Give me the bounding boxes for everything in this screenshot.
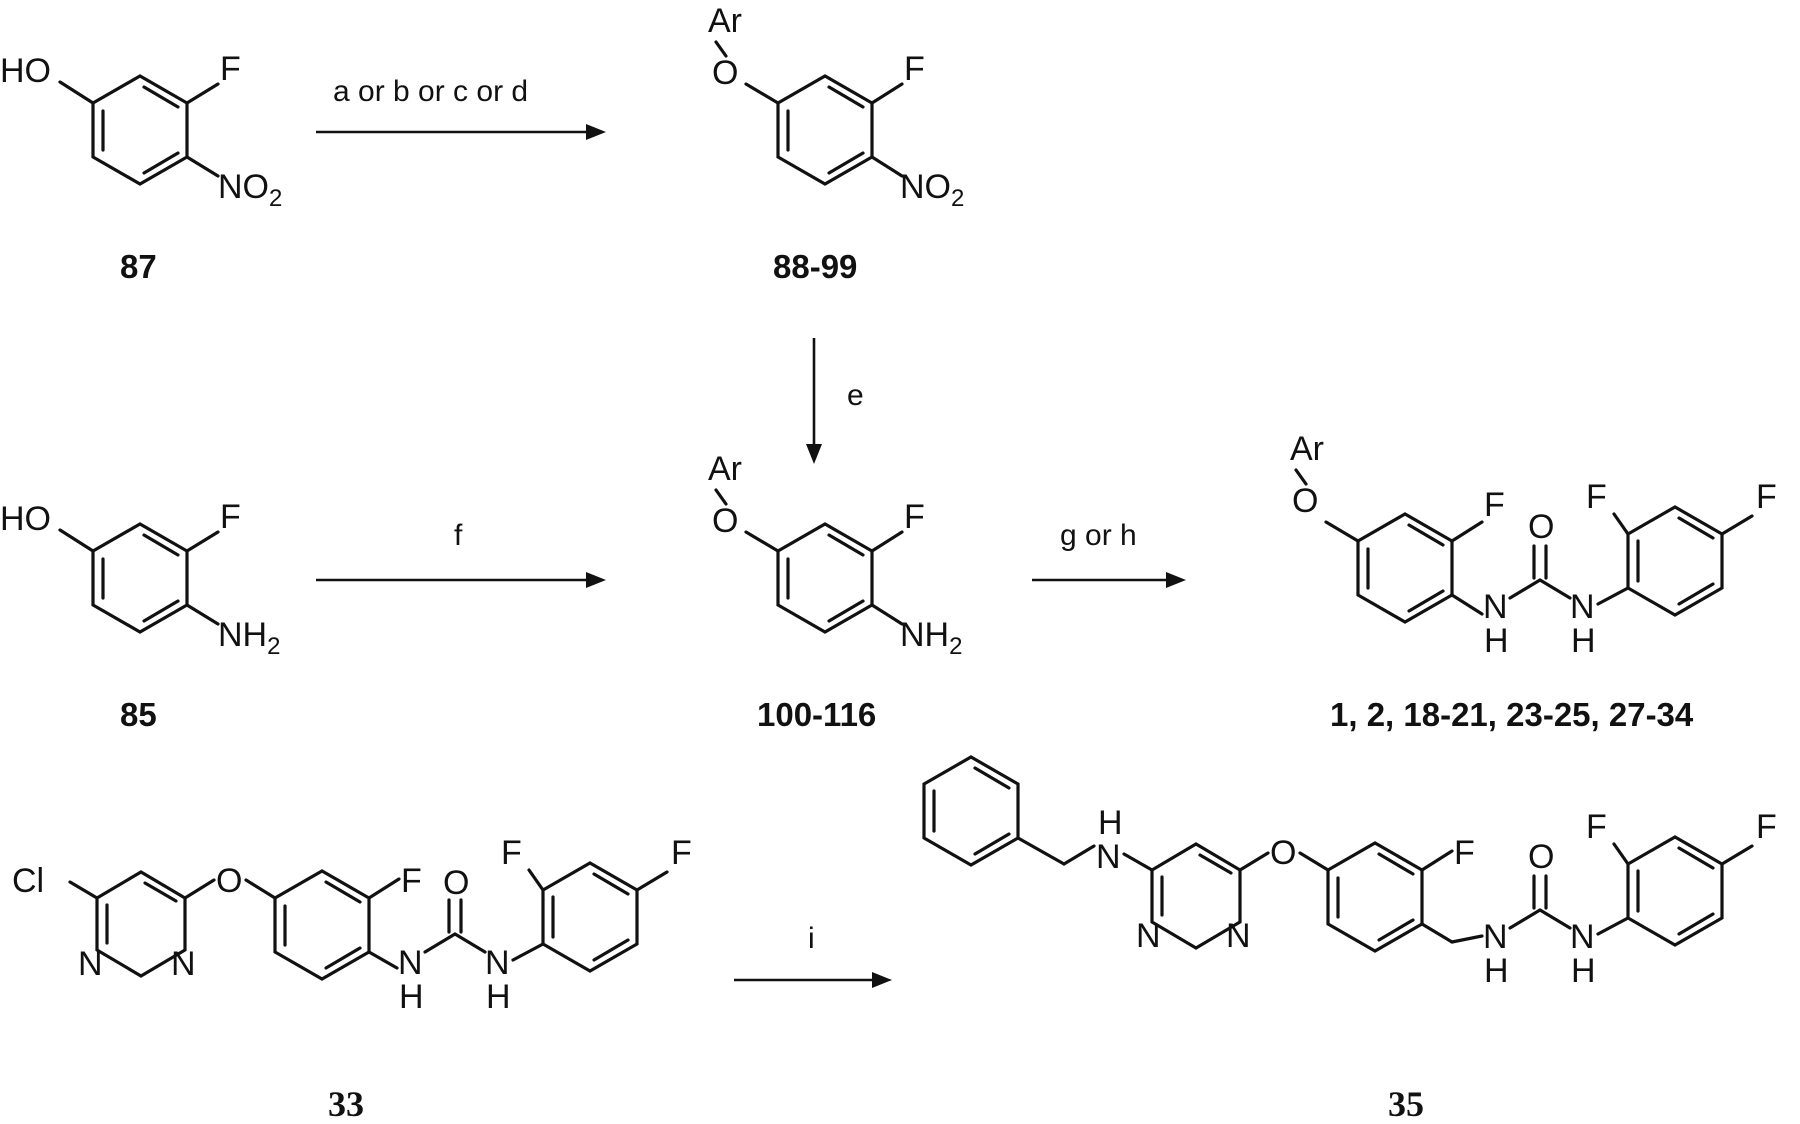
atom-n: N — [398, 944, 423, 982]
atom-o: O — [712, 502, 738, 540]
atom-n: N — [1226, 917, 1251, 955]
atom-nh2: NH2 — [900, 616, 962, 660]
compound-label-33: 33 — [328, 1084, 364, 1124]
atom-o: O — [1292, 482, 1318, 520]
atom-cl: Cl — [12, 862, 44, 900]
atom-n: N — [171, 945, 196, 983]
compound-87-structure: HO F NO2 — [0, 50, 282, 212]
atom-ar: Ar — [1290, 430, 1324, 468]
compound-label-85: 85 — [120, 696, 157, 733]
atom-n: N — [1570, 588, 1595, 626]
atom-h: H — [486, 978, 511, 1016]
compound-label-urea-series: 1, 2, 18-21, 23-25, 27-34 — [1330, 696, 1694, 733]
atom-no2: NO2 — [900, 168, 964, 212]
arrow-step3 — [316, 572, 606, 588]
atom-no2: NO2 — [218, 168, 282, 212]
atom-f: F — [1756, 478, 1777, 516]
atom-f: F — [1586, 478, 1607, 516]
atom-n: N — [78, 945, 103, 983]
atom-f: F — [1586, 808, 1607, 846]
arrow-step4 — [1032, 572, 1186, 588]
atom-nh2: NH2 — [218, 616, 280, 660]
atom-ar: Ar — [708, 450, 742, 488]
atom-o: O — [1270, 834, 1296, 872]
compound-33-structure: Cl N N O F N H O N H F F — [12, 834, 692, 1016]
atom-f: F — [1484, 486, 1505, 524]
arrow-step1 — [316, 124, 606, 140]
atom-n: N — [485, 944, 510, 982]
atom-ho: HO — [0, 52, 51, 90]
atom-ho: HO — [0, 500, 51, 538]
compound-88-99-structure: O Ar F NO2 — [708, 2, 964, 212]
atom-f: F — [401, 862, 422, 900]
atom-ar: Ar — [708, 2, 742, 40]
compound-35-structure: N H N N O F N H O N H — [922, 755, 1777, 990]
atom-n: N — [1483, 588, 1508, 626]
atom-f: F — [1454, 834, 1475, 872]
atom-f: F — [904, 498, 925, 536]
atom-o: O — [1528, 838, 1554, 876]
compound-urea-series-structure: O Ar F N H O N H F F — [1290, 430, 1777, 660]
atom-h: H — [399, 978, 424, 1016]
reagent-step3: f — [454, 519, 463, 552]
reagent-step2: e — [847, 379, 864, 412]
atom-h: H — [1571, 622, 1596, 660]
compound-100-116-structure: O Ar F NH2 — [708, 450, 962, 660]
atom-f: F — [501, 834, 522, 872]
atom-o: O — [1528, 508, 1554, 546]
atom-n: N — [1483, 918, 1508, 956]
atom-f: F — [904, 50, 925, 88]
atom-h: H — [1571, 952, 1596, 990]
atom-h: H — [1484, 622, 1509, 660]
atom-f: F — [220, 50, 241, 88]
atom-n: N — [1136, 917, 1161, 955]
compound-label-100-116: 100-116 — [757, 696, 876, 733]
compound-85-structure: HO F NH2 — [0, 498, 280, 660]
atom-h: H — [1098, 804, 1123, 842]
reagent-step4: g or h — [1060, 519, 1137, 552]
compound-label-87: 87 — [120, 248, 157, 285]
atom-h: H — [1484, 952, 1509, 990]
arrow-step2 — [806, 338, 822, 464]
atom-o: O — [443, 864, 469, 902]
reagent-step5: i — [808, 922, 815, 955]
atom-o: O — [712, 54, 738, 92]
compound-label-88-99: 88-99 — [773, 248, 857, 285]
atom-f: F — [1756, 808, 1777, 846]
atom-o: O — [216, 862, 242, 900]
atom-f: F — [671, 834, 692, 872]
atom-n: N — [1570, 918, 1595, 956]
atom-n: N — [1096, 838, 1121, 876]
arrow-step5 — [734, 972, 892, 988]
atom-f: F — [220, 498, 241, 536]
compound-label-35: 35 — [1388, 1084, 1424, 1124]
reagent-step1: a or b or c or d — [333, 75, 528, 108]
